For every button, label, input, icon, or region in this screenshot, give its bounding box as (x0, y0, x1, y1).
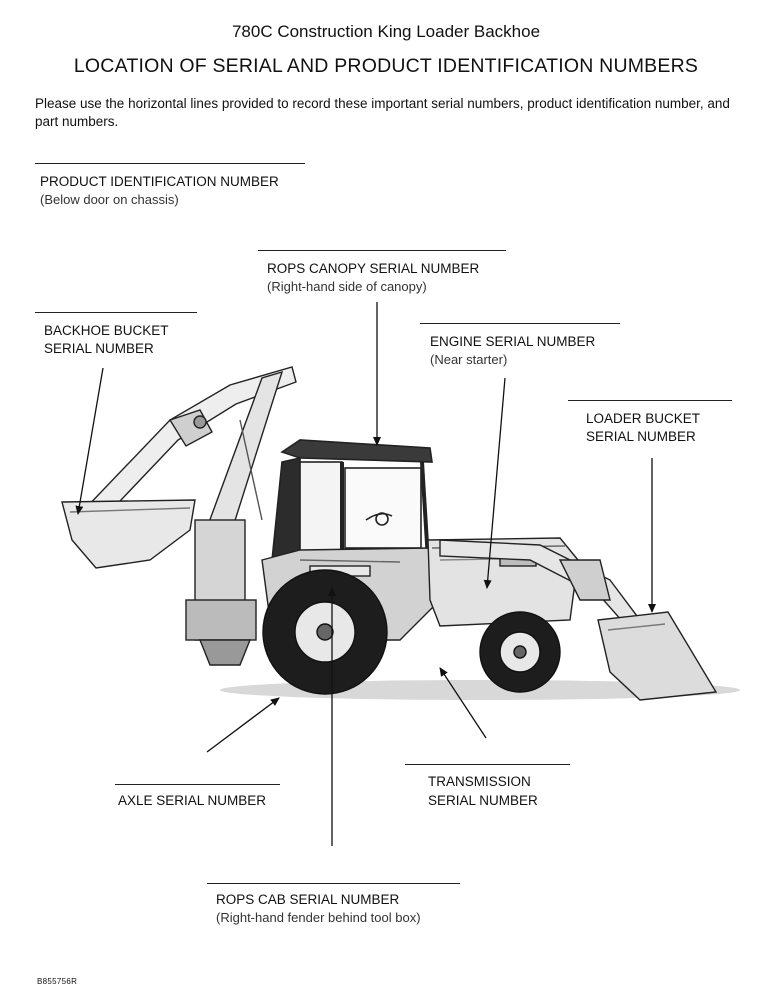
engine-label: ENGINE SERIAL NUMBER (430, 334, 596, 349)
loader-bucket (597, 611, 718, 701)
axle-label: AXLE SERIAL NUMBER (118, 793, 267, 808)
rear-frame (185, 519, 257, 666)
rops-cab-label: ROPS CAB SERIAL NUMBER (216, 892, 400, 907)
arrow-backhoe-bucket (75, 367, 104, 515)
callout-arrows (75, 302, 656, 846)
front-wheel (479, 611, 561, 693)
record-line-engine (420, 323, 620, 324)
record-line-axle (115, 784, 280, 785)
backhoe-bucket-label-line2: SERIAL NUMBER (44, 341, 154, 356)
record-line-rops-canopy (258, 250, 506, 251)
loader-bucket-label-line2: SERIAL NUMBER (586, 429, 696, 444)
document-subtitle: 780C Construction King Loader Backhoe (231, 22, 541, 41)
pin-label: PRODUCT IDENTIFICATION NUMBER (40, 174, 279, 189)
backhoe-bucket (61, 499, 196, 569)
figure-code: B855756R (37, 977, 78, 986)
arrow-transmission (439, 667, 487, 739)
transmission-label-line2: SERIAL NUMBER (428, 793, 538, 808)
engine-location-note: (Near starter) (430, 352, 508, 367)
transmission-label-line1: TRANSMISSION (428, 774, 531, 789)
record-line-backhoe-bucket (35, 312, 197, 313)
loader-bucket-label-line1: LOADER BUCKET (586, 411, 701, 426)
arrow-axle (206, 697, 280, 753)
arrow-engine (483, 377, 506, 589)
backhoe-boom (80, 366, 297, 531)
record-line-loader-bucket (568, 400, 732, 401)
record-line-transmission (405, 764, 570, 765)
record-line-pin (35, 163, 305, 164)
backhoe-bucket-label-line1: BACKHOE BUCKET (44, 323, 169, 338)
pin-location-note: (Below door on chassis) (40, 192, 179, 207)
intro-text: Please use the horizontal lines provided… (35, 96, 730, 129)
rops-canopy-label: ROPS CANOPY SERIAL NUMBER (267, 261, 480, 276)
rops-canopy-location-note: (Right-hand side of canopy) (267, 279, 427, 294)
rops-cab-location-note: (Right-hand fender behind tool box) (216, 910, 421, 925)
rear-wheel (262, 569, 388, 695)
page-title: LOCATION OF SERIAL AND PRODUCT IDENTIFIC… (73, 55, 699, 77)
record-line-rops-cab (207, 883, 460, 884)
